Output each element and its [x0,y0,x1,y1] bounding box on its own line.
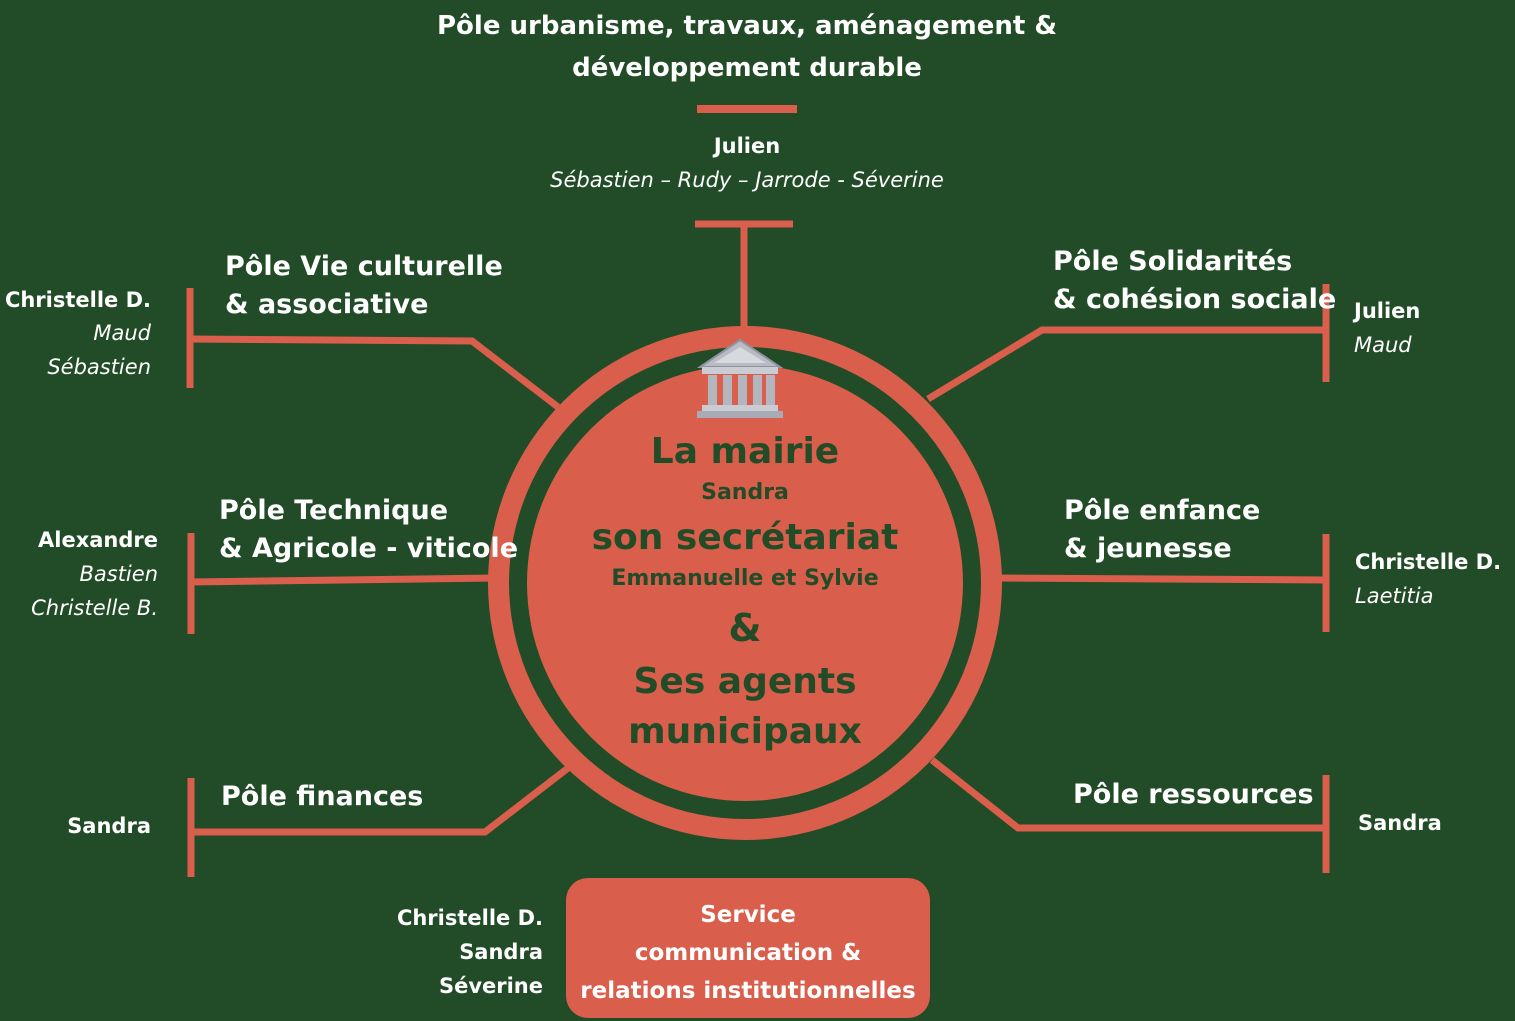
pole-enfance-title-line2: & jeunesse [1064,533,1232,564]
pole-urbanisme-lead: Julien [713,134,781,158]
pole-technique-title-line1: Pôle Technique [219,495,449,526]
center-title: La mairie [650,431,840,472]
pole-urbanisme-title-line1: Pôle urbanisme, travaux, aménagement & [436,11,1057,41]
service-person: Sandra [459,940,543,964]
connector-solidarites [926,326,1326,402]
center-title-person: Sandra [701,480,789,505]
pole-solidarites-title-line1: Pôle Solidarités [1053,246,1293,277]
pole-culture-title-line2: & associative [225,289,429,320]
pole-solidarites-title-line2: & cohésion sociale [1053,284,1337,315]
pole-urbanisme-title-line2: développement durable [572,53,922,83]
center-secretariat: son secrétariat [591,517,899,558]
pole-enfance-member: Laetitia [1355,584,1434,608]
pole-ressources-lead: Sandra [1358,811,1442,835]
pole-urbanisme-members: Sébastien – Rudy – Jarrode - Séverine [550,168,944,192]
pole-finances-title: Pôle finances [221,781,424,812]
center-secretariat-people: Emmanuelle et Sylvie [611,566,879,591]
service-communication-box: Service communication & relations instit… [566,878,930,1018]
center-agents-line1: Ses agents [633,661,857,702]
pole-finances-lead: Sandra [67,814,151,838]
town-hall-icon [696,338,784,418]
pole-technique-title-line2: & Agricole - viticole [219,533,519,564]
pole-culture-lead: Christelle D. [4,288,151,312]
service-person: Séverine [438,974,543,998]
connector-culture [189,335,561,410]
pole-solidarites-lead: Julien [1354,299,1421,323]
pole-enfance-title-line1: Pôle enfance [1064,495,1261,526]
service-person: Christelle D. [396,906,543,930]
pole-technique-lead: Alexandre [38,528,158,552]
service-communication-label: Service communication & relations instit… [580,902,916,1004]
center-ampersand: & [728,606,762,650]
connector-finances [190,762,575,836]
pole-culture-member: Sébastien [47,355,151,379]
pole-enfance-lead: Christelle D. [1355,550,1502,574]
pole-technique-member: Christelle B. [31,596,158,620]
pole-solidarites-member: Maud [1354,333,1412,357]
pole-culture-member: Maud [93,321,151,345]
connector-enfance [997,574,1327,584]
center-agents-line2: municipaux [628,711,862,752]
pole-technique-member: Bastien [79,562,158,586]
center-disc [527,365,963,801]
connector-ressources [929,757,1326,832]
pole-ressources-title: Pôle ressources [1073,779,1314,810]
pole-culture-title-line1: Pôle Vie culturelle [225,251,503,282]
connector-technique [189,574,497,586]
